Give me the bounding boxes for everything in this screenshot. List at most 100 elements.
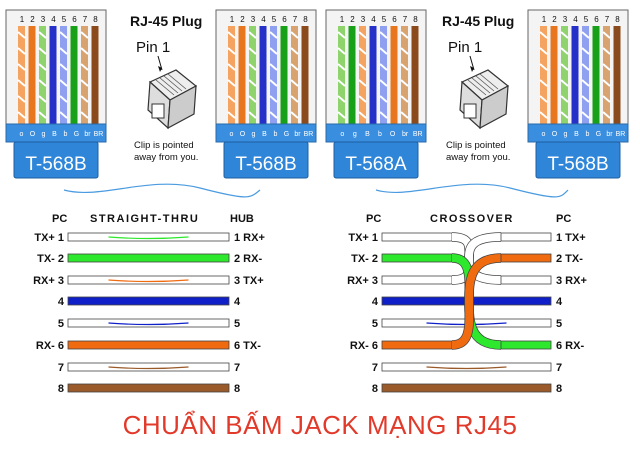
- connector-wire: [550, 26, 558, 126]
- pin-label: 5: [556, 318, 562, 330]
- connector-wire: [348, 26, 356, 126]
- wire-stripe: [17, 63, 26, 71]
- connector-wire: [270, 26, 277, 126]
- straight-header-mid: STRAIGHT-THRU: [90, 213, 199, 225]
- connector-wire: [28, 26, 36, 126]
- pin-label: RX- 6: [36, 340, 64, 352]
- plug-illustration-right: RJ-45 Plug Pin 1 Clip is pointed away fr…: [442, 13, 514, 163]
- connector-standard-label: T-568B: [235, 154, 296, 175]
- wire-stripe: [59, 95, 68, 103]
- wire-stripe: [269, 31, 278, 39]
- pin-label: 2 TX-: [556, 253, 583, 265]
- pin-label: 7: [372, 362, 378, 374]
- wire-stripe: [358, 31, 367, 39]
- wire-stripe: [269, 95, 278, 103]
- connector-wire: [280, 26, 288, 126]
- wire-stripe: [358, 79, 367, 87]
- wire-stripe: [80, 95, 89, 103]
- pin-number: 1: [340, 15, 345, 24]
- pin-number: 3: [251, 15, 256, 24]
- wire-stripe: [59, 79, 68, 87]
- connector-wire: [60, 26, 67, 126]
- pin-number: 6: [392, 15, 397, 24]
- wire-stripe: [337, 63, 346, 71]
- plug-title: RJ-45 Plug: [130, 13, 202, 29]
- wire-stripe: [581, 111, 590, 119]
- wire: [67, 318, 230, 328]
- wire-stripe: [290, 111, 299, 119]
- pin-number: 8: [303, 15, 308, 24]
- jack-letter: BR: [304, 131, 314, 138]
- connector-wire: [238, 26, 246, 126]
- wire-stripe: [358, 95, 367, 103]
- wire-stripe: [269, 63, 278, 71]
- wire-stripe: [248, 95, 257, 103]
- wire: [381, 383, 552, 393]
- wire-stripe: [290, 31, 299, 39]
- wire-stripe: [337, 111, 346, 119]
- wire-stripe: [560, 111, 569, 119]
- cable-left: [63, 183, 261, 198]
- wire-stripe: [379, 63, 388, 71]
- wire-stripe: [108, 279, 189, 283]
- pin-label: 6 RX-: [556, 340, 584, 352]
- connector-standard-label: T-568B: [547, 154, 608, 175]
- connector-wire: [592, 26, 600, 126]
- wire-stripe: [581, 47, 590, 55]
- connector-boot: [535, 141, 621, 179]
- wire-stripe: [602, 79, 611, 87]
- pin-number: 7: [605, 15, 610, 24]
- plug-title: RJ-45 Plug: [442, 13, 514, 29]
- straight-header-right: HUB: [230, 213, 254, 225]
- wire-stripe: [227, 63, 236, 71]
- wire-stripe: [379, 95, 388, 103]
- connector-wire: [70, 26, 78, 126]
- jack-letter: b: [378, 131, 382, 138]
- pin-number: 2: [240, 15, 245, 24]
- jack-letter: O: [552, 131, 558, 138]
- pin-label: RX+ 3: [33, 275, 64, 287]
- pin-label: 7: [556, 362, 562, 374]
- wire-stripe: [248, 79, 257, 87]
- jack-letter: o: [542, 131, 546, 138]
- wire-stripe: [426, 366, 507, 370]
- wire-stripe: [602, 111, 611, 119]
- pin-number: 8: [615, 15, 620, 24]
- wire-stripe: [539, 111, 548, 119]
- connector-wire: [390, 26, 398, 126]
- wire-stripe: [59, 31, 68, 39]
- jack-letter: br: [402, 131, 409, 138]
- wire-stripe: [80, 63, 89, 71]
- pin-number: 8: [93, 15, 98, 24]
- wire-stripe: [602, 63, 611, 71]
- straight-header-left: PC: [52, 213, 67, 225]
- wire-stripe: [227, 95, 236, 103]
- wire-stripe: [38, 31, 47, 39]
- wire-stripe: [38, 95, 47, 103]
- pin-label: 6 TX-: [234, 340, 261, 352]
- wire-stripe: [269, 79, 278, 87]
- jack-letter: o: [20, 131, 24, 138]
- wire-stripe: [581, 63, 590, 71]
- wire-stripe: [38, 111, 47, 119]
- wire-stripe: [539, 31, 548, 39]
- wire: [67, 362, 230, 372]
- wire: [67, 253, 230, 263]
- wire-stripe: [379, 47, 388, 55]
- pin-label: 5: [234, 318, 240, 330]
- wire-stripe: [539, 47, 548, 55]
- wire: [67, 383, 230, 393]
- wire-stripe: [248, 63, 257, 71]
- jack-letter: g: [42, 131, 46, 138]
- wire-stripe: [400, 31, 409, 39]
- wire-stripe: [59, 111, 68, 119]
- pin-number: 3: [41, 15, 46, 24]
- wire-stripe: [227, 79, 236, 87]
- connector-wire: [582, 26, 589, 126]
- pin-label: TX+ 1: [348, 232, 378, 244]
- pin-label: 3 RX+: [556, 275, 587, 287]
